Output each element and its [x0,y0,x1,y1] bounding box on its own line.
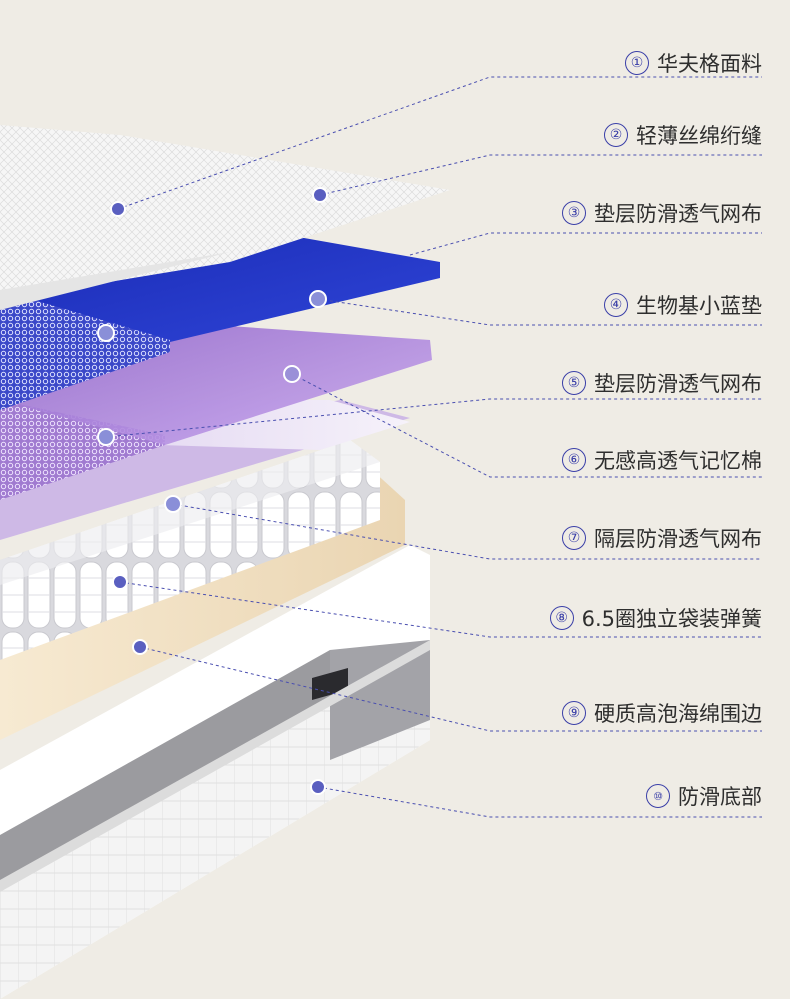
layer-name-9: 硬质高泡海绵围边 [594,702,762,726]
layer-name-5: 垫层防滑透气网布 [594,372,762,396]
layer-number-6: ⑥ [562,448,586,472]
layer-number-5: ⑤ [562,371,586,395]
layer-name-3: 垫层防滑透气网布 [594,202,762,226]
layer-number-8: ⑧ [549,606,574,630]
layer-name-8: 6.5圈独立袋装弹簧 [581,607,762,631]
base-layer [0,545,430,999]
layer-name-2: 轻薄丝绵绗缝 [636,124,762,148]
pocket-springs [0,440,380,660]
markers [97,187,328,795]
layer-label-1: ① 华夫格面料 [625,48,762,78]
layer-number-10: ⑩ [646,784,670,808]
layer-name-7: 隔层防滑透气网布 [594,527,762,551]
layer-name-10: 防滑底部 [678,785,762,809]
layer-label-5: ⑤ 垫层防滑透气网布 [562,368,762,398]
layer-label-7: ⑦ 隔层防滑透气网布 [562,523,762,553]
layer-label-10: ⑩ 防滑底部 [646,781,762,811]
layer-number-4: ④ [604,293,628,317]
layer-label-2: ② 轻薄丝绵绗缝 [604,120,762,150]
layer-name-1: 华夫格面料 [657,52,762,76]
layer-label-9: ⑨ 硬质高泡海绵围边 [562,698,762,728]
layer-number-1: ① [625,51,649,75]
layer-number-3: ③ [562,201,586,225]
layer-number-2: ② [604,123,628,147]
leader-lines [105,76,762,818]
layer-label-8: ⑧ 6.5圈独立袋装弹簧 [549,603,762,633]
layer-label-4: ④ 生物基小蓝垫 [604,290,762,320]
layer-number-7: ⑦ [562,526,586,550]
layer-label-6: ⑥ 无感高透气记忆棉 [562,445,762,475]
layer-name-6: 无感高透气记忆棉 [594,449,762,473]
layer-number-9: ⑨ [562,701,586,725]
waffle-fabric-top [0,125,450,310]
layer-name-4: 生物基小蓝垫 [636,294,762,318]
layer-label-3: ③ 垫层防滑透气网布 [562,198,762,228]
